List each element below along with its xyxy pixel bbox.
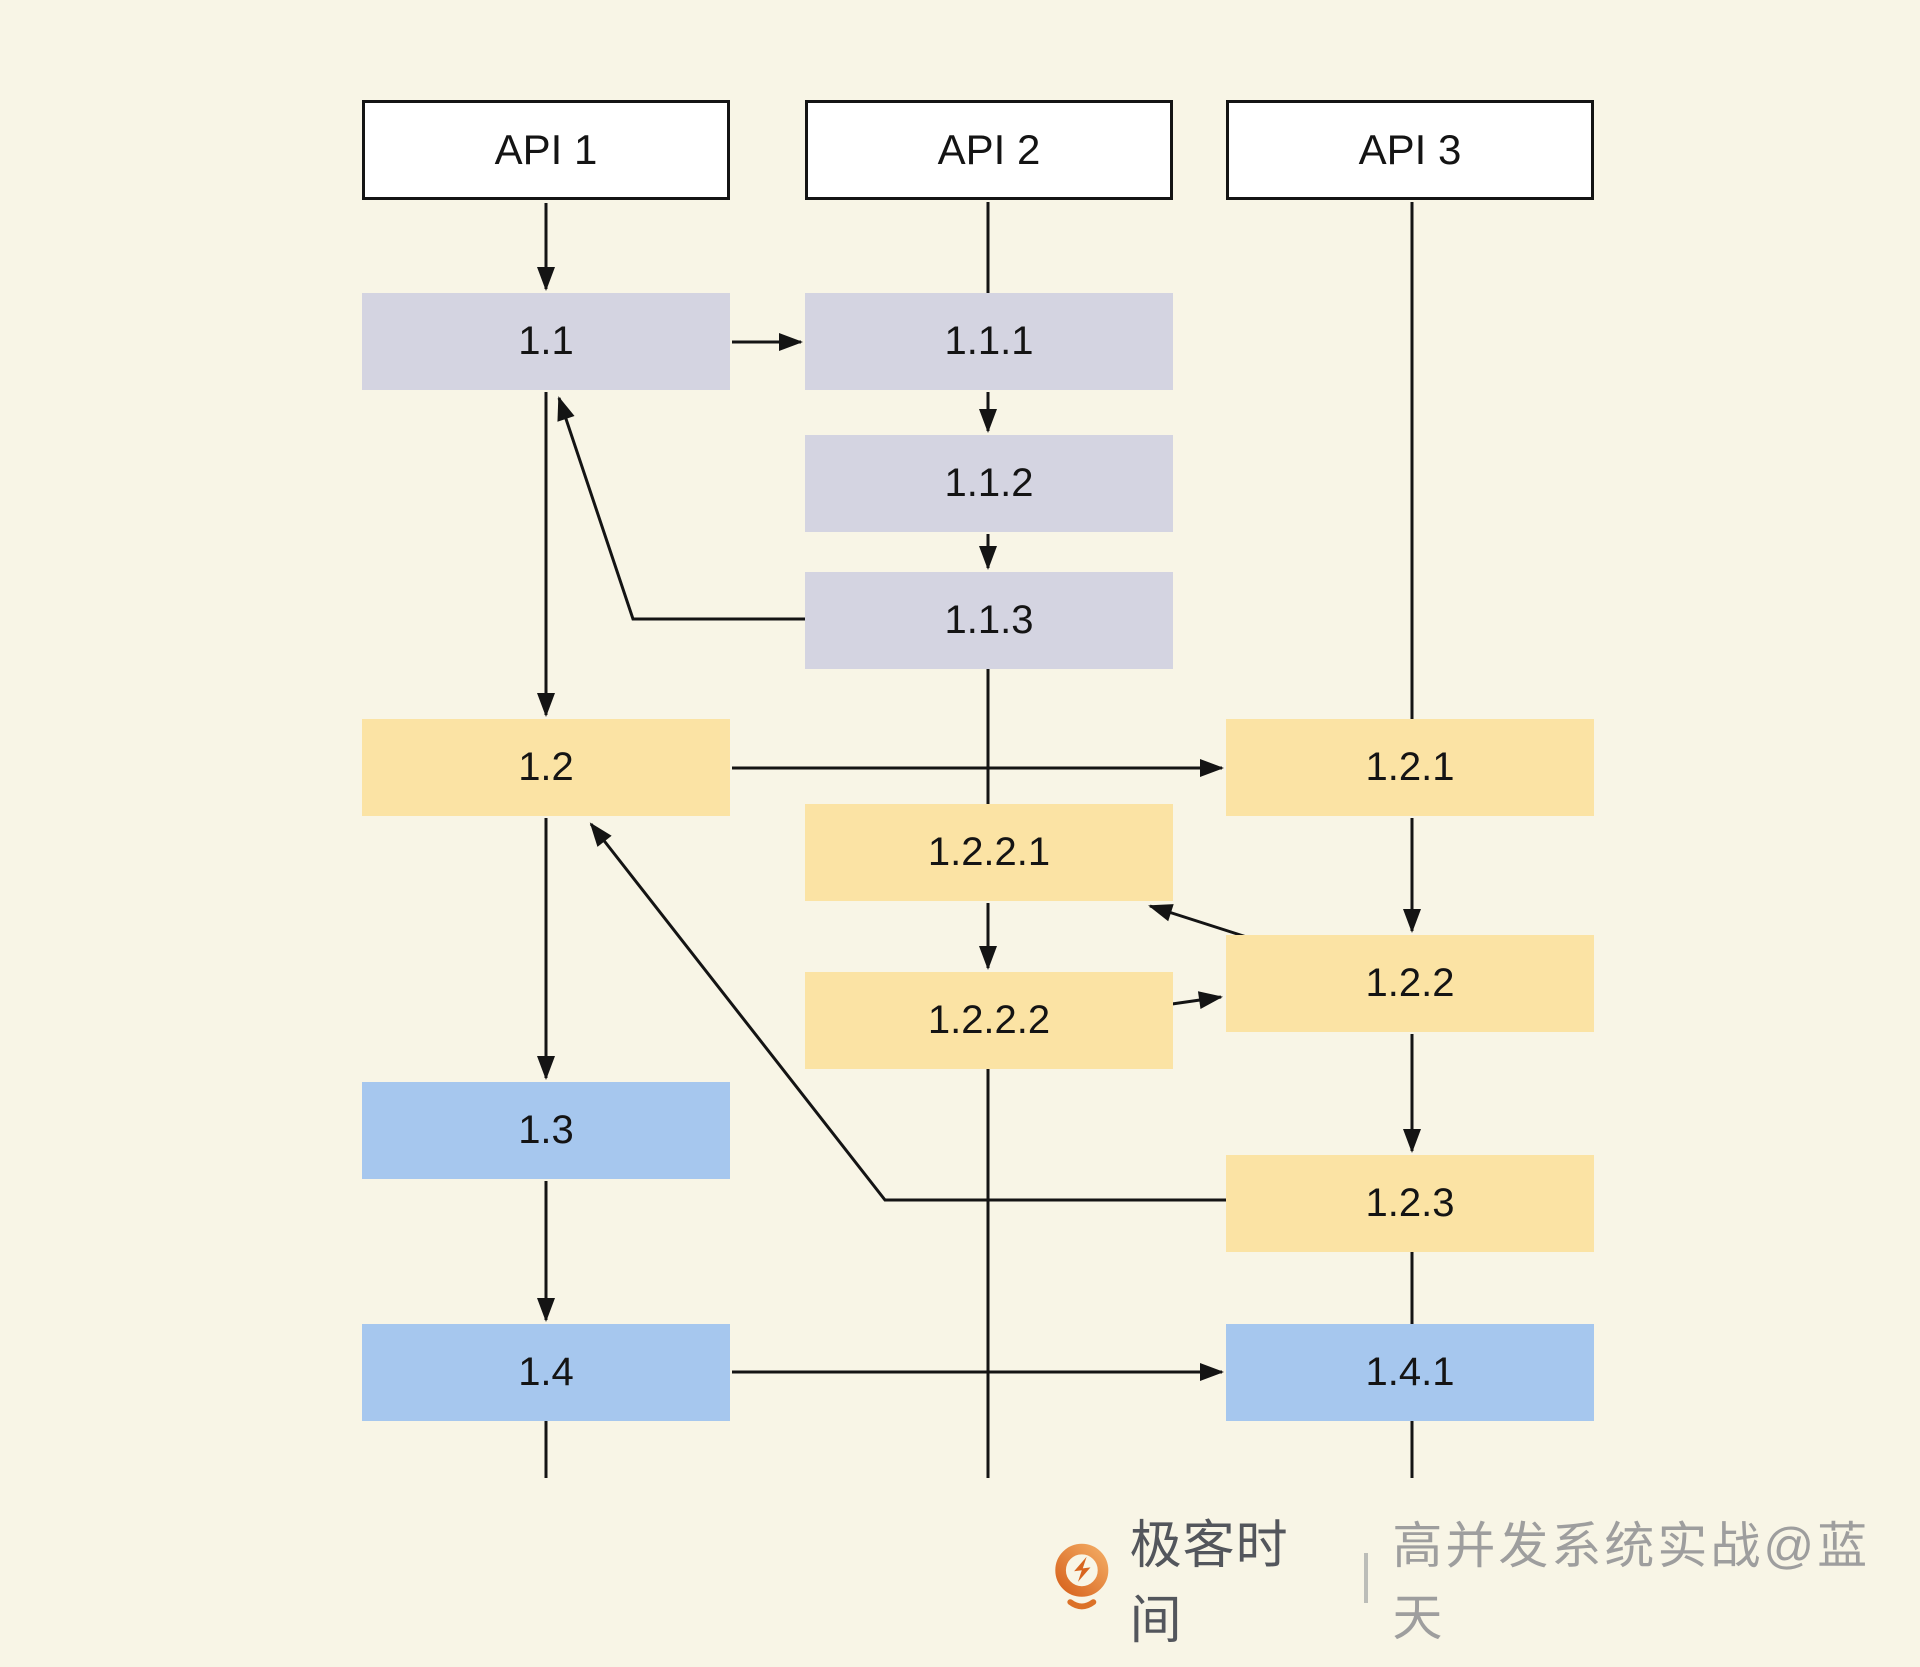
- node-1-4-1: 1.4.1: [1226, 1324, 1594, 1421]
- node-1-4: 1.4: [362, 1324, 730, 1421]
- node-1-3: 1.3: [362, 1082, 730, 1179]
- column-header-api-3: API 3: [1226, 100, 1594, 200]
- column-header-label: API 1: [494, 126, 598, 173]
- separator-divider: [1364, 1553, 1369, 1603]
- footer-watermark: 极客时间 高并发系统实战@蓝天: [1050, 1517, 1920, 1650]
- node-1-1-3: 1.1.3: [805, 572, 1173, 669]
- geek-time-logo-icon: [1055, 1543, 1109, 1610]
- node-1-2-3: 1.2.3: [1226, 1155, 1594, 1252]
- node-1-1: 1.1: [362, 293, 730, 390]
- node-1-1-1: 1.1.1: [805, 293, 1173, 390]
- column-header-label: API 3: [1358, 126, 1462, 173]
- edge-1-2-2-2-to-1-2-2: [1164, 991, 1223, 1010]
- column-header-api-2: API 2: [805, 100, 1173, 200]
- edge-1-1-3-to-1-1: [557, 396, 805, 621]
- node-1-2: 1.2: [362, 719, 730, 816]
- edge-1-2-2-to-1-2-2-1: [1148, 904, 1257, 942]
- column-header-api-1: API 1: [362, 100, 730, 200]
- edge-1-2-3-to-1-2: [589, 822, 1226, 1202]
- node-1-2-2-1: 1.2.2.1: [805, 804, 1173, 901]
- node-1-2-2: 1.2.2: [1226, 935, 1594, 1032]
- watermark-text: 高并发系统实战@蓝天: [1392, 1518, 1871, 1646]
- node-1-1-2: 1.1.2: [805, 435, 1173, 532]
- node-1-2-2-2: 1.2.2.2: [805, 972, 1173, 1069]
- column-header-label: API 2: [937, 126, 1041, 173]
- brand-text: 极客时间: [1129, 1517, 1289, 1650]
- node-1-2-1: 1.2.1: [1226, 719, 1594, 816]
